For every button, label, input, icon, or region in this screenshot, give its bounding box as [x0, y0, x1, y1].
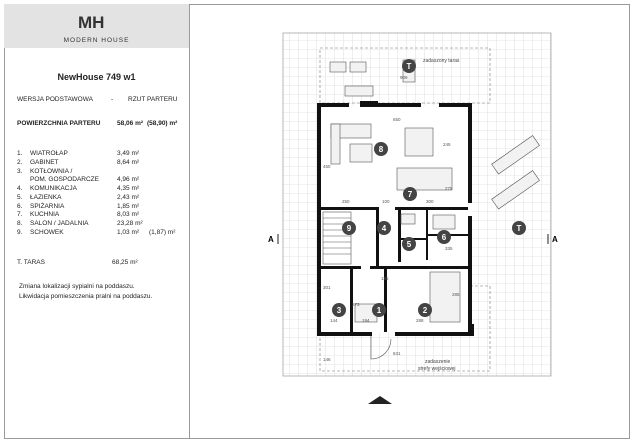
room-name: POM. GOSPODARCZE — [30, 176, 99, 183]
area-alt: (58,90) m² — [147, 120, 178, 127]
plan-title: NewHouse 749 w1 — [57, 72, 136, 82]
room-area: 8,03 m² — [117, 211, 140, 218]
dimension-label: 335 — [445, 246, 453, 251]
dimension-label: 273 — [352, 302, 360, 307]
svg-text:7: 7 — [408, 190, 413, 199]
svg-text:2: 2 — [423, 306, 428, 315]
room-area-alt: (1,87) m² — [149, 229, 176, 236]
room-number: 9. — [17, 229, 23, 236]
section-marker-right: A — [552, 235, 558, 244]
version-label: WERSJA PODSTAWOWA — [17, 96, 93, 103]
room-area: 2,43 m² — [117, 194, 140, 201]
dimension-label: 250 — [342, 199, 350, 204]
floor-label: RZUT PARTERU — [128, 96, 178, 103]
terrace-area: 68,25 m² — [112, 259, 138, 266]
room-marker-3: 3 — [332, 303, 346, 317]
room-name: WIATROŁAP — [30, 150, 68, 157]
room-name: ŁAZIENKA — [30, 194, 62, 201]
room-number: 3. — [17, 168, 23, 175]
dimension-label: 909 — [400, 75, 408, 80]
area-label: POWIERZCHNIA PARTERU — [17, 120, 101, 127]
room-marker-9: 9 — [342, 221, 356, 235]
svg-text:5: 5 — [407, 240, 412, 249]
brand-name: MODERN HOUSE — [63, 37, 130, 44]
room-name: SCHOWEK — [30, 229, 64, 236]
room-area: 4,35 m² — [117, 185, 140, 192]
room-number: 5. — [17, 194, 23, 201]
room-marker-2: 2 — [418, 303, 432, 317]
room-name: GABINET — [30, 159, 59, 166]
dimension-label: 144 — [330, 318, 338, 323]
drawing-sheet — [4, 4, 630, 439]
room-name: KOMUNIKACJA — [30, 185, 77, 192]
floor-plan: A A zadaszony taras zadaszenie strefy we… — [190, 4, 630, 439]
room-area: 4,96 m² — [117, 176, 140, 183]
logo-header: MH MODERN HOUSE — [4, 4, 189, 48]
room-marker-1: 1 — [372, 303, 386, 317]
furniture — [329, 59, 461, 323]
room-name: KUCHNIA — [30, 211, 60, 218]
note-line: Likwidacja pomieszczenia pralni na podda… — [19, 293, 153, 300]
exterior-walls — [317, 101, 474, 336]
entrance-zone-label: strefy wejściowej — [418, 366, 456, 372]
dimension-label: 146 — [323, 357, 331, 362]
sunbed-lower — [491, 170, 540, 210]
dimension-label: 285 — [452, 292, 460, 297]
entry-door — [370, 336, 392, 360]
svg-text:T: T — [517, 224, 522, 233]
room-marker-6: 6 — [437, 230, 451, 244]
dimension-label: 275 — [445, 186, 453, 191]
room-marker-terrace-top: T — [402, 59, 416, 73]
dimension-label: 631 — [393, 351, 401, 356]
north-arrow-icon — [368, 396, 392, 404]
svg-text:4: 4 — [382, 224, 387, 233]
dimension-label: 300 — [426, 199, 434, 204]
dimension-label: 288 — [416, 318, 424, 323]
section-marker-left: A — [268, 235, 274, 244]
dimension-label: 100 — [382, 199, 390, 204]
room-name: SPIŻARNIA — [30, 203, 65, 210]
room-marker-terrace-right: T — [512, 221, 526, 235]
dimension-label: 194 — [362, 318, 370, 323]
roofed-entrance-label: zadaszenie — [425, 359, 451, 365]
dimension-label: 245 — [443, 142, 451, 147]
header-dash: - — [111, 96, 114, 103]
room-marker-8: 8 — [374, 142, 388, 156]
area-value: 58,06 m² — [117, 120, 144, 127]
dimension-label: 450 — [323, 164, 331, 169]
dimension-label: 650 — [393, 117, 401, 122]
info-panel: MH MODERN HOUSE NewHouse 749 w1 WERSJA P… — [4, 4, 190, 439]
brand-logo: MH — [78, 13, 105, 32]
svg-text:3: 3 — [337, 306, 342, 315]
room-number: 6. — [17, 203, 23, 210]
room-area: 1,85 m² — [117, 203, 140, 210]
floor-plan-drawing: A A zadaszony taras zadaszenie strefy we… — [268, 32, 558, 404]
room-number: 8. — [17, 220, 23, 227]
roofed-terrace-label: zadaszony taras — [423, 58, 460, 64]
svg-text:9: 9 — [347, 224, 352, 233]
room-area: 3,49 m² — [117, 150, 140, 157]
room-number: 2. — [17, 159, 23, 166]
room-marker-7: 7 — [403, 187, 417, 201]
room-number: 7. — [17, 211, 23, 218]
svg-text:T: T — [407, 62, 412, 71]
room-marker-5: 5 — [402, 237, 416, 251]
terrace-label: T. TARAS — [17, 259, 45, 266]
room-number: 1. — [17, 150, 23, 157]
room-name: KOTŁOWNIA / — [30, 168, 73, 175]
svg-text:8: 8 — [379, 145, 384, 154]
room-marker-4: 4 — [377, 221, 391, 235]
sunbed-upper — [491, 135, 540, 175]
room-name: SALON / JADALNIA — [30, 220, 89, 227]
svg-text:1: 1 — [377, 306, 382, 315]
room-number: 4. — [17, 185, 23, 192]
room-area: 8,64 m² — [117, 159, 140, 166]
svg-text:6: 6 — [442, 233, 447, 242]
note-line: Zmiana lokalizacji sypialni na poddaszu. — [19, 283, 135, 290]
room-area: 1,03 m² — [117, 229, 140, 236]
dimension-label: 185 — [381, 276, 389, 281]
room-area: 23,28 m² — [117, 220, 143, 227]
dimension-label: 301 — [323, 285, 331, 290]
